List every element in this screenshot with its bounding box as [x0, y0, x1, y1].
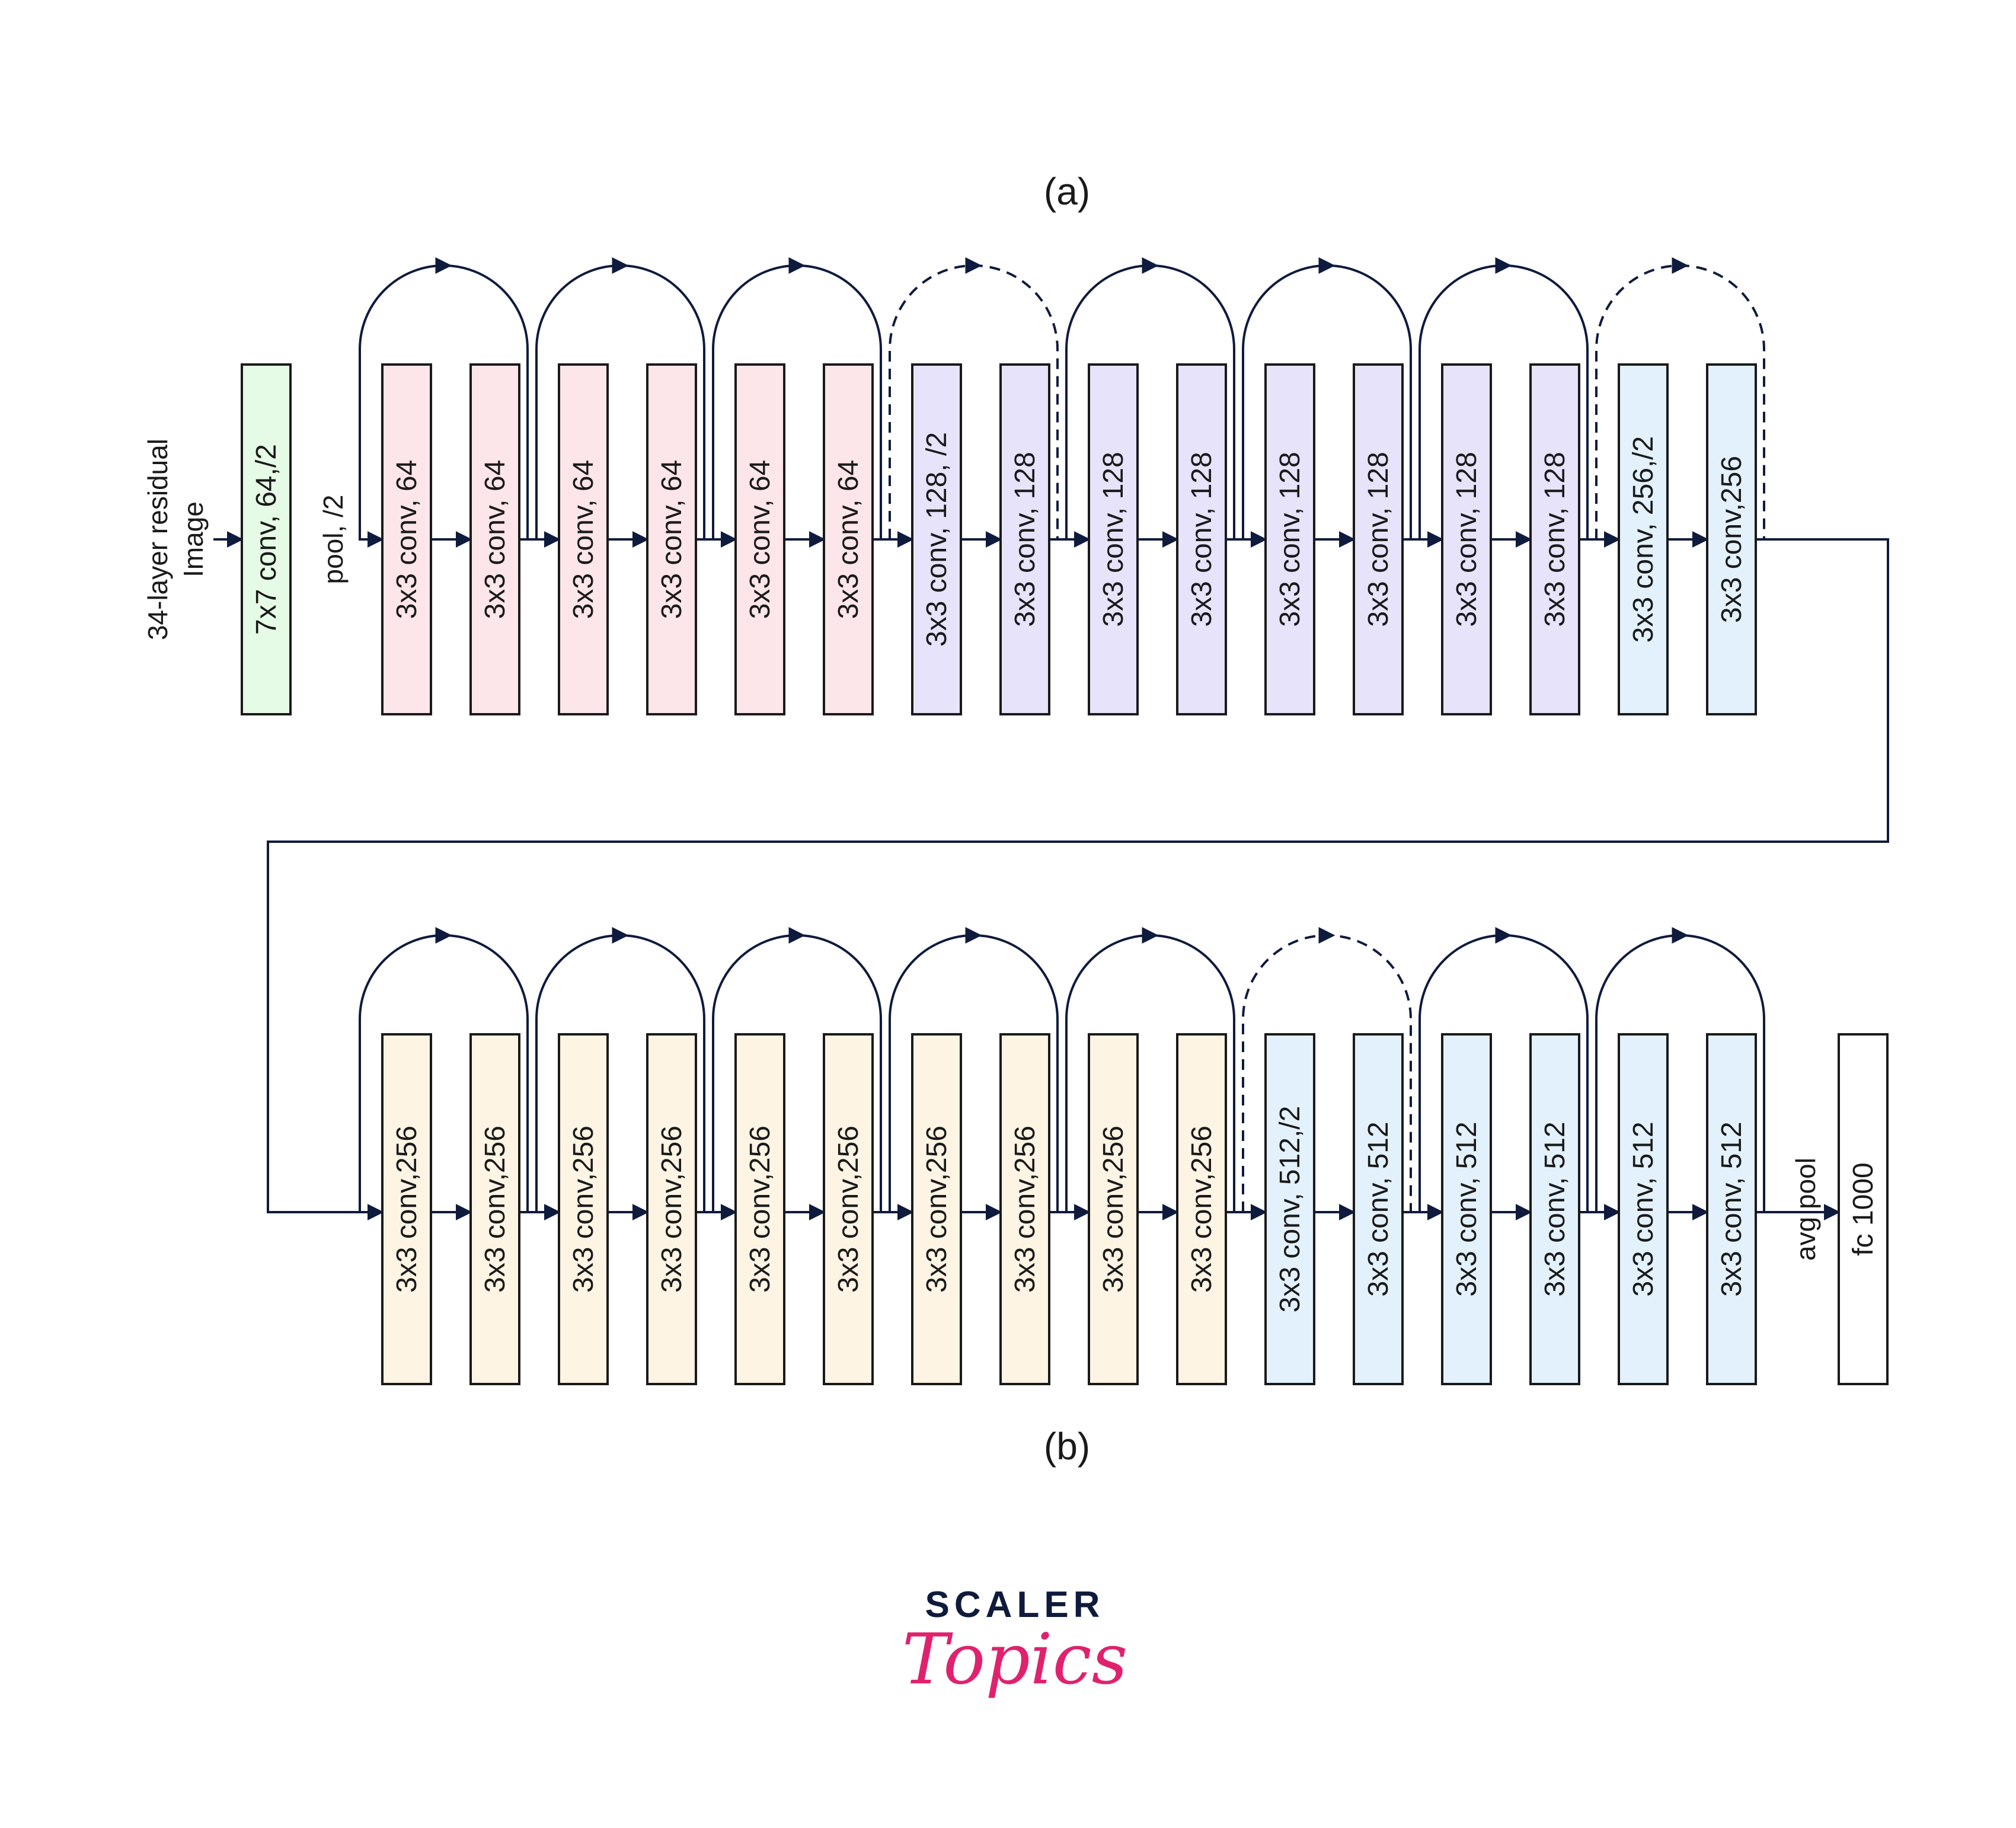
input-label-line2: Image — [178, 501, 209, 577]
row-a-block-9-box — [1088, 363, 1139, 715]
row-a-skip-3-arrowhead — [788, 257, 806, 274]
row-a-block-8-label: 3x3 conv, 128 — [1009, 452, 1041, 627]
row-b-skip-3-arrowhead — [788, 927, 806, 944]
row-b-block-16-label: 3x3 conv, 512 — [1716, 1121, 1747, 1296]
row-wrap-connector — [267, 538, 1889, 1213]
row-a-block-15-label: 3x3 conv, 256,/2 — [1628, 436, 1659, 643]
row-a-skip-7-arrowhead — [1495, 257, 1512, 274]
caption-a: (a) — [1044, 170, 1090, 213]
row-b-block-11-label: 3x3 conv, 512,/2 — [1274, 1106, 1306, 1313]
row-b-block-14-label: 3x3 conv, 512 — [1539, 1121, 1571, 1296]
brand-bottom: Topics — [902, 1618, 1128, 1700]
row-b-block-1-box — [381, 1033, 432, 1385]
row-a-skip-2-arrowhead — [612, 257, 629, 274]
row-a-block-14-label: 3x3 conv, 128 — [1539, 452, 1571, 627]
brand-top: SCALER — [925, 1584, 1105, 1625]
row-a-skip-6-arrowhead — [1318, 257, 1336, 274]
row-a-block-2-box — [469, 363, 520, 715]
pool-label: pool, /2 — [318, 495, 349, 584]
row-a-block-16-box — [1706, 363, 1757, 715]
row-a-skip-4-arrowhead — [965, 257, 982, 274]
connectors — [213, 531, 1889, 1220]
skip-connections — [359, 257, 1765, 1212]
row-a-block-13-box — [1441, 363, 1492, 715]
row-b-skip-7-arrowhead — [1495, 927, 1512, 944]
row-b-block-2-label: 3x3 conv,256 — [480, 1126, 511, 1293]
row-a-block-10-label: 3x3 conv, 128 — [1186, 452, 1218, 627]
row-b-block-4-label: 3x3 conv,256 — [656, 1126, 688, 1293]
row-b-block-6-label: 3x3 conv,256 — [833, 1126, 864, 1293]
row-b-block-13-label: 3x3 conv, 512 — [1451, 1121, 1483, 1296]
row-b-block-1-label: 3x3 conv,256 — [391, 1126, 423, 1293]
row-b-block-3-box — [558, 1033, 609, 1385]
row-b-block-11-box — [1264, 1033, 1315, 1385]
row-a-block-15-box — [1618, 363, 1669, 715]
row-b-block-16-box — [1706, 1033, 1757, 1385]
row-b-skip-1-arrowhead — [435, 927, 452, 944]
row-b-block-15-label: 3x3 conv, 512 — [1628, 1121, 1659, 1296]
fc-1000-box — [1838, 1033, 1889, 1385]
row-b-block-8-box — [999, 1033, 1050, 1385]
row-a-block-3-label: 3x3 conv, 64 — [568, 460, 599, 619]
row-b-block-8-label: 3x3 conv,256 — [1009, 1126, 1041, 1293]
row-a-block-3-box — [558, 363, 609, 715]
row-a-block-1-label: 3x3 conv, 64 — [391, 460, 423, 619]
row-b-block-7-box — [911, 1033, 962, 1385]
row-b-block-2-box — [469, 1033, 520, 1385]
row-a-block-2-label: 3x3 conv, 64 — [480, 460, 511, 619]
row-b-skip-4-arrowhead — [965, 927, 982, 944]
row-a-block-6-label: 3x3 conv, 64 — [833, 460, 864, 619]
row-b-block-10-label: 3x3 conv,256 — [1186, 1126, 1218, 1293]
row-b-block-12-box — [1353, 1033, 1404, 1385]
row-a-skip-1-arrowhead — [435, 257, 452, 274]
row-a-block-11-box — [1264, 363, 1315, 715]
row-b-skip-6-arrowhead — [1318, 927, 1336, 944]
row-a-block-14-box — [1529, 363, 1580, 715]
row-a-block-7-label: 3x3 conv, 128, /2 — [921, 432, 953, 647]
row-a-block-9-label: 3x3 conv, 128 — [1098, 452, 1129, 627]
row-a-block-12-label: 3x3 conv, 128 — [1363, 452, 1394, 627]
row-b-block-10-box — [1176, 1033, 1227, 1385]
row-a-block-10-box — [1176, 363, 1227, 715]
stem-7x7-conv-box — [241, 363, 292, 715]
row-a-block-7-box — [911, 363, 962, 715]
row-b-block-15-box — [1618, 1033, 1669, 1385]
row-b-block-9-label: 3x3 conv,256 — [1098, 1126, 1129, 1293]
row-b-skip-2-arrowhead — [612, 927, 629, 944]
row-a-block-6-box — [823, 363, 874, 715]
row-b-block-12-label: 3x3 conv, 512 — [1363, 1121, 1394, 1296]
row-b-block-14-box — [1529, 1033, 1580, 1385]
caption-b: (b) — [1044, 1425, 1090, 1468]
row-a-block-16-label: 3x3 conv,256 — [1716, 456, 1747, 623]
row-a-block-11-label: 3x3 conv, 128 — [1274, 452, 1306, 627]
avgpool-label: avg pool — [1790, 1158, 1821, 1261]
row-a-block-4-label: 3x3 conv, 64 — [656, 460, 688, 619]
row-a-block-13-label: 3x3 conv, 128 — [1451, 452, 1483, 627]
row-a-block-4-box — [646, 363, 697, 715]
row-a-block-8-box — [999, 363, 1050, 715]
row-b-block-13-box — [1441, 1033, 1492, 1385]
row-b-block-5-label: 3x3 conv,256 — [745, 1126, 776, 1293]
row-b-block-9-box — [1088, 1033, 1139, 1385]
row-a-skip-8-arrowhead — [1672, 257, 1689, 274]
input-label-line1: 34-layer residual — [142, 439, 173, 640]
row-a-block-12-box — [1353, 363, 1404, 715]
row-b-block-3-label: 3x3 conv,256 — [568, 1126, 599, 1293]
row-a-skip-5-arrowhead — [1142, 257, 1159, 274]
row-b-skip-8-arrowhead — [1672, 927, 1689, 944]
fc-1000-label: fc 1000 — [1848, 1162, 1879, 1255]
row-b-block-5-box — [734, 1033, 785, 1385]
row-b-block-6-box — [823, 1033, 874, 1385]
layer-boxes: 7x7 conv, 64,/2 3x3 conv, 64 3x3 conv, 64 3… — [241, 363, 1889, 1385]
row-a-block-5-box — [734, 363, 785, 715]
stem-7x7-conv-label: 7x7 conv, 64,/2 — [251, 444, 282, 635]
brand-logo: SCALER Topics — [902, 1584, 1128, 1700]
row-a-block-5-label: 3x3 conv, 64 — [745, 460, 776, 619]
row-a-block-1-box — [381, 363, 432, 715]
row-b-block-7-label: 3x3 conv,256 — [921, 1126, 953, 1293]
row-b-skip-5-arrowhead — [1142, 927, 1159, 944]
row-b-block-4-box — [646, 1033, 697, 1385]
